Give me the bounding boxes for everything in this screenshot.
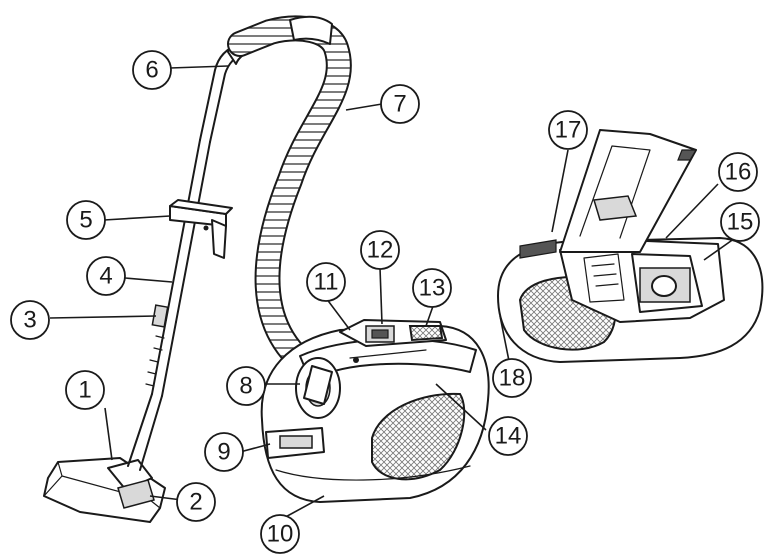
callout-9: 9 [204, 432, 244, 472]
callout-16: 16 [718, 152, 758, 192]
callout-label: 9 [217, 439, 230, 466]
callout-14: 14 [488, 416, 528, 456]
vacuum-main-body [260, 319, 490, 503]
callout-13: 13 [412, 268, 452, 308]
callout-15: 15 [720, 202, 760, 242]
callout-label: 11 [314, 269, 339, 296]
callout-label: 13 [419, 275, 446, 302]
callout-label: 17 [555, 117, 582, 144]
callout-label: 14 [495, 423, 522, 450]
callout-label: 4 [99, 263, 112, 290]
callout-6: 6 [132, 50, 172, 90]
callout-label: 5 [79, 207, 92, 234]
callout-label: 1 [78, 377, 91, 404]
callout-label: 7 [393, 91, 406, 118]
callout-7: 7 [380, 84, 420, 124]
callout-label: 3 [23, 307, 36, 334]
callout-label: 16 [725, 159, 752, 186]
vacuum-open-body [497, 129, 764, 363]
callout-8: 8 [226, 366, 266, 406]
callout-17: 17 [548, 110, 588, 150]
callout-label: 6 [145, 57, 158, 84]
callout-label: 10 [267, 521, 294, 548]
parking-clip [169, 199, 233, 259]
callout-4: 4 [86, 256, 126, 296]
callout-3: 3 [10, 300, 50, 340]
callout-label: 18 [499, 365, 526, 392]
callout-label: 12 [367, 237, 394, 264]
callout-1: 1 [65, 370, 105, 410]
callout-10: 10 [260, 514, 300, 554]
callout-label: 8 [239, 373, 252, 400]
callout-label: 2 [189, 489, 202, 516]
callout-2: 2 [176, 482, 216, 522]
callout-18: 18 [492, 358, 532, 398]
callout-12: 12 [360, 230, 400, 270]
suction-hose [227, 15, 352, 385]
floor-nozzle [43, 457, 166, 523]
callout-label: 15 [727, 209, 754, 236]
callout-5: 5 [66, 200, 106, 240]
telescopic-tube [127, 33, 255, 471]
callout-11: 11 [306, 262, 346, 302]
